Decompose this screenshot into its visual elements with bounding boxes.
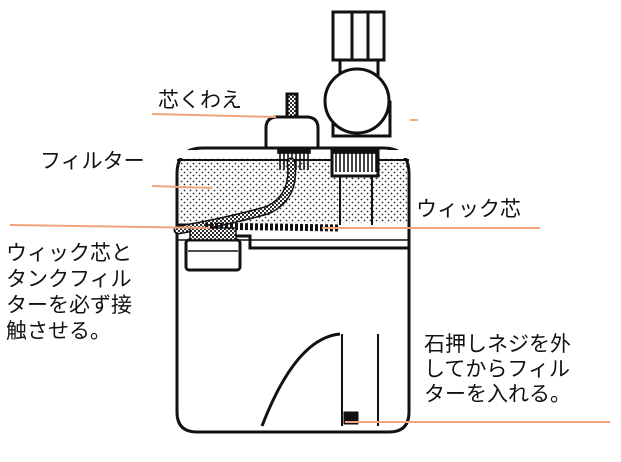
wick-holder (264, 92, 320, 148)
hose-fitting (331, 10, 386, 78)
wick-base (204, 222, 341, 232)
leader-lines (9, 113, 610, 423)
stone-screw-tube (260, 332, 379, 427)
label-wick: ウィック芯 (416, 197, 521, 221)
label-filter: フィルター (40, 149, 145, 173)
tank-filter-contact (184, 227, 242, 272)
label-wick-contact-note: ウィック芯と タンクフィル ターを必ず接 触させる。 (6, 241, 132, 343)
label-wick-holder: 芯くわえ (158, 88, 242, 112)
brush-caps (277, 148, 379, 172)
flint-wheel (323, 67, 392, 138)
label-stone-screw-note: 石押しネジを外 してからフィル ターを入れる。 (424, 332, 571, 406)
